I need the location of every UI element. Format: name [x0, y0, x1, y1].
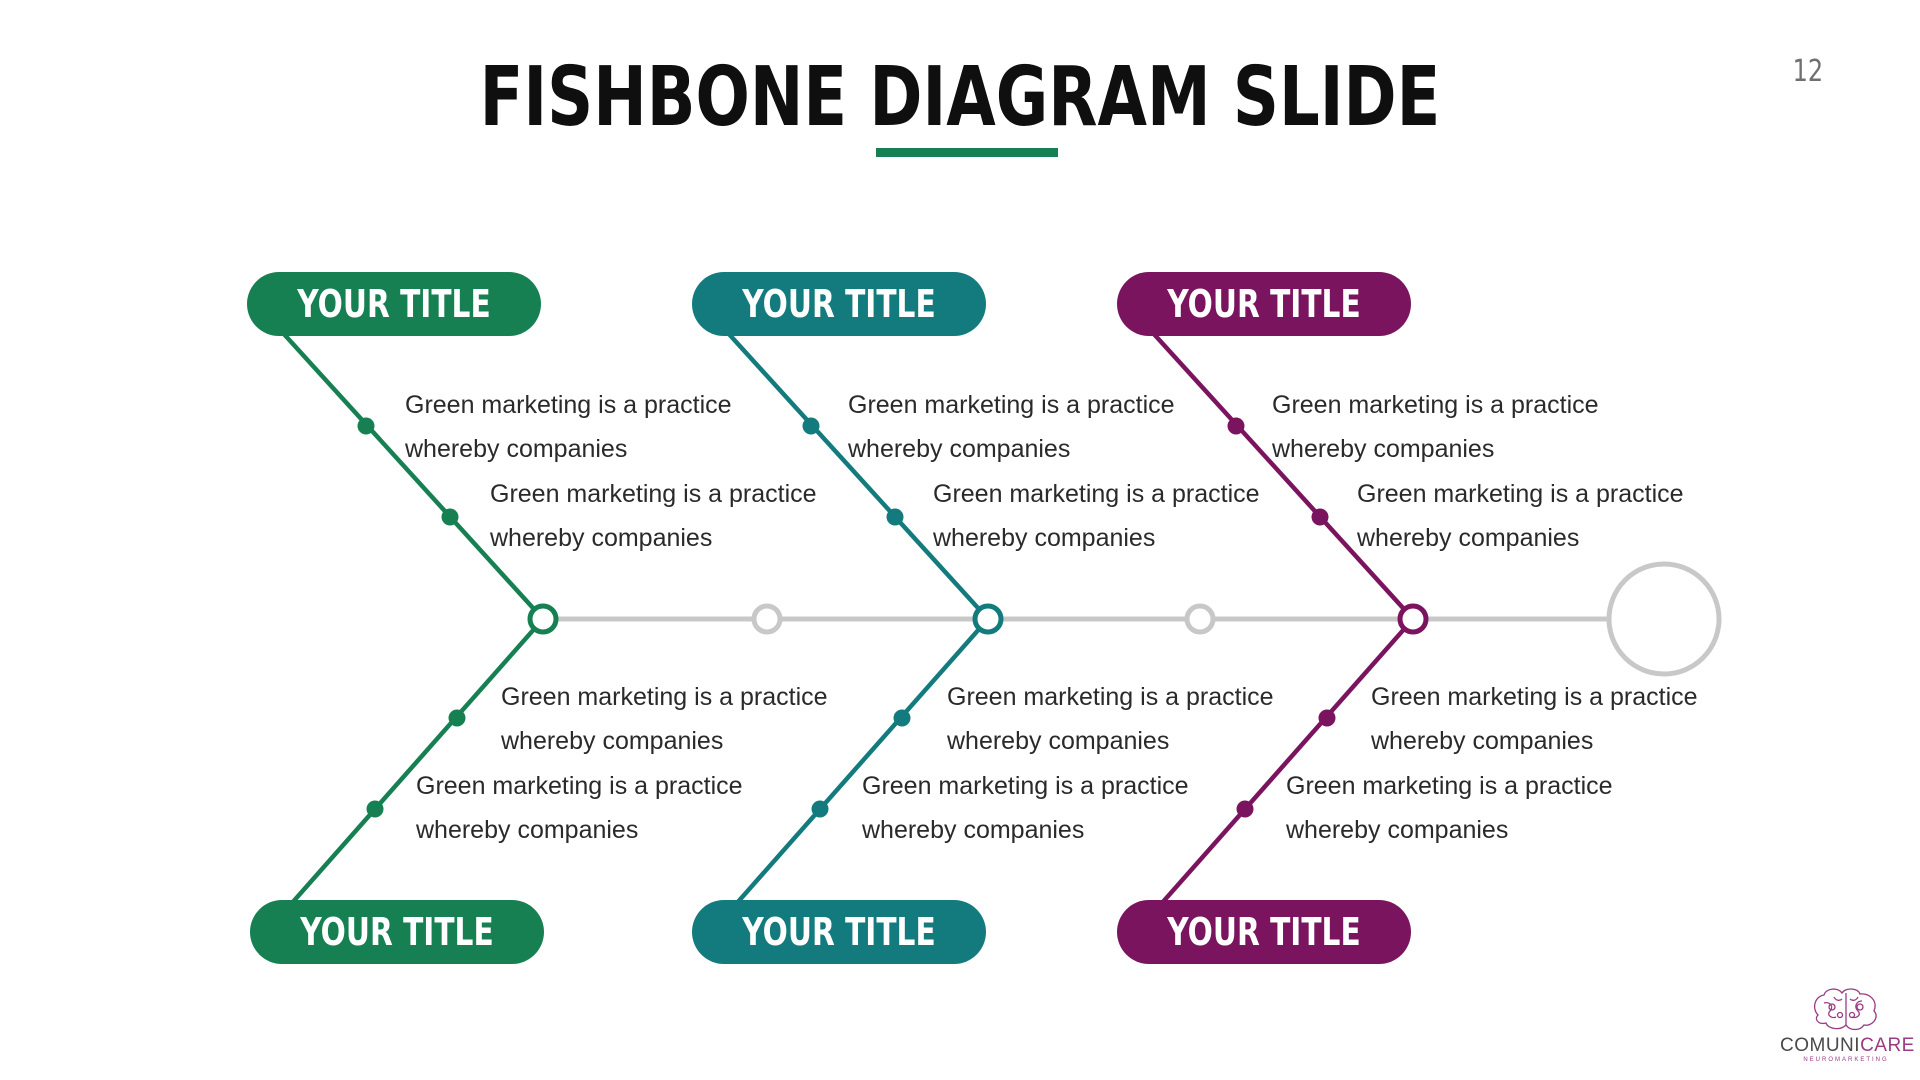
brain-icon — [1813, 988, 1877, 1031]
branch-joint — [1397, 603, 1429, 635]
bone-node — [1236, 800, 1254, 818]
branch-3-top-title: YOUR TITLE — [1117, 272, 1411, 336]
bone-node — [366, 800, 384, 818]
branch-2-top-title: YOUR TITLE — [692, 272, 986, 336]
bone-node — [811, 800, 829, 818]
bone-group-purple — [1151, 331, 1429, 905]
slide-title: FISHBONE DIAGRAM SLIDE — [479, 50, 1441, 145]
bone-node — [1311, 508, 1329, 526]
bone-node — [357, 417, 375, 435]
lower-bone — [735, 617, 990, 905]
spine-node — [1184, 603, 1216, 635]
bone-node — [893, 709, 911, 727]
branch-joint — [527, 603, 559, 635]
bone-group-green — [281, 331, 559, 905]
bone-node — [802, 417, 820, 435]
upper-bone — [281, 331, 545, 621]
branch-3-bottom-title: YOUR TITLE — [1117, 900, 1411, 964]
title-underline — [876, 148, 1058, 157]
page-number: 12 — [1792, 54, 1823, 89]
branch-2-bottom-title: YOUR TITLE — [692, 900, 986, 964]
lower-bone — [1160, 617, 1415, 905]
logo-tagline: NEUROMARKETING — [1803, 1057, 1889, 1063]
comunicare-logo: COMUNICARE NEUROMARKETING — [1780, 985, 1915, 1065]
upper-bone — [726, 331, 990, 621]
branch-1-top-title: YOUR TITLE — [247, 272, 541, 336]
bone-group-teal — [726, 331, 1004, 905]
bone-node — [886, 508, 904, 526]
bone-node — [1227, 417, 1245, 435]
branch-joint — [972, 603, 1004, 635]
branch-1-bottom-title: YOUR TITLE — [250, 900, 544, 964]
bone-node — [1318, 709, 1336, 727]
spine-node — [751, 603, 783, 635]
logo-wordmark: COMUNICARE — [1780, 1035, 1915, 1056]
bone-node — [448, 709, 466, 727]
upper-bone — [1151, 331, 1415, 621]
lower-bone — [290, 617, 545, 905]
bone-node — [441, 508, 459, 526]
fish-head — [1606, 561, 1722, 677]
